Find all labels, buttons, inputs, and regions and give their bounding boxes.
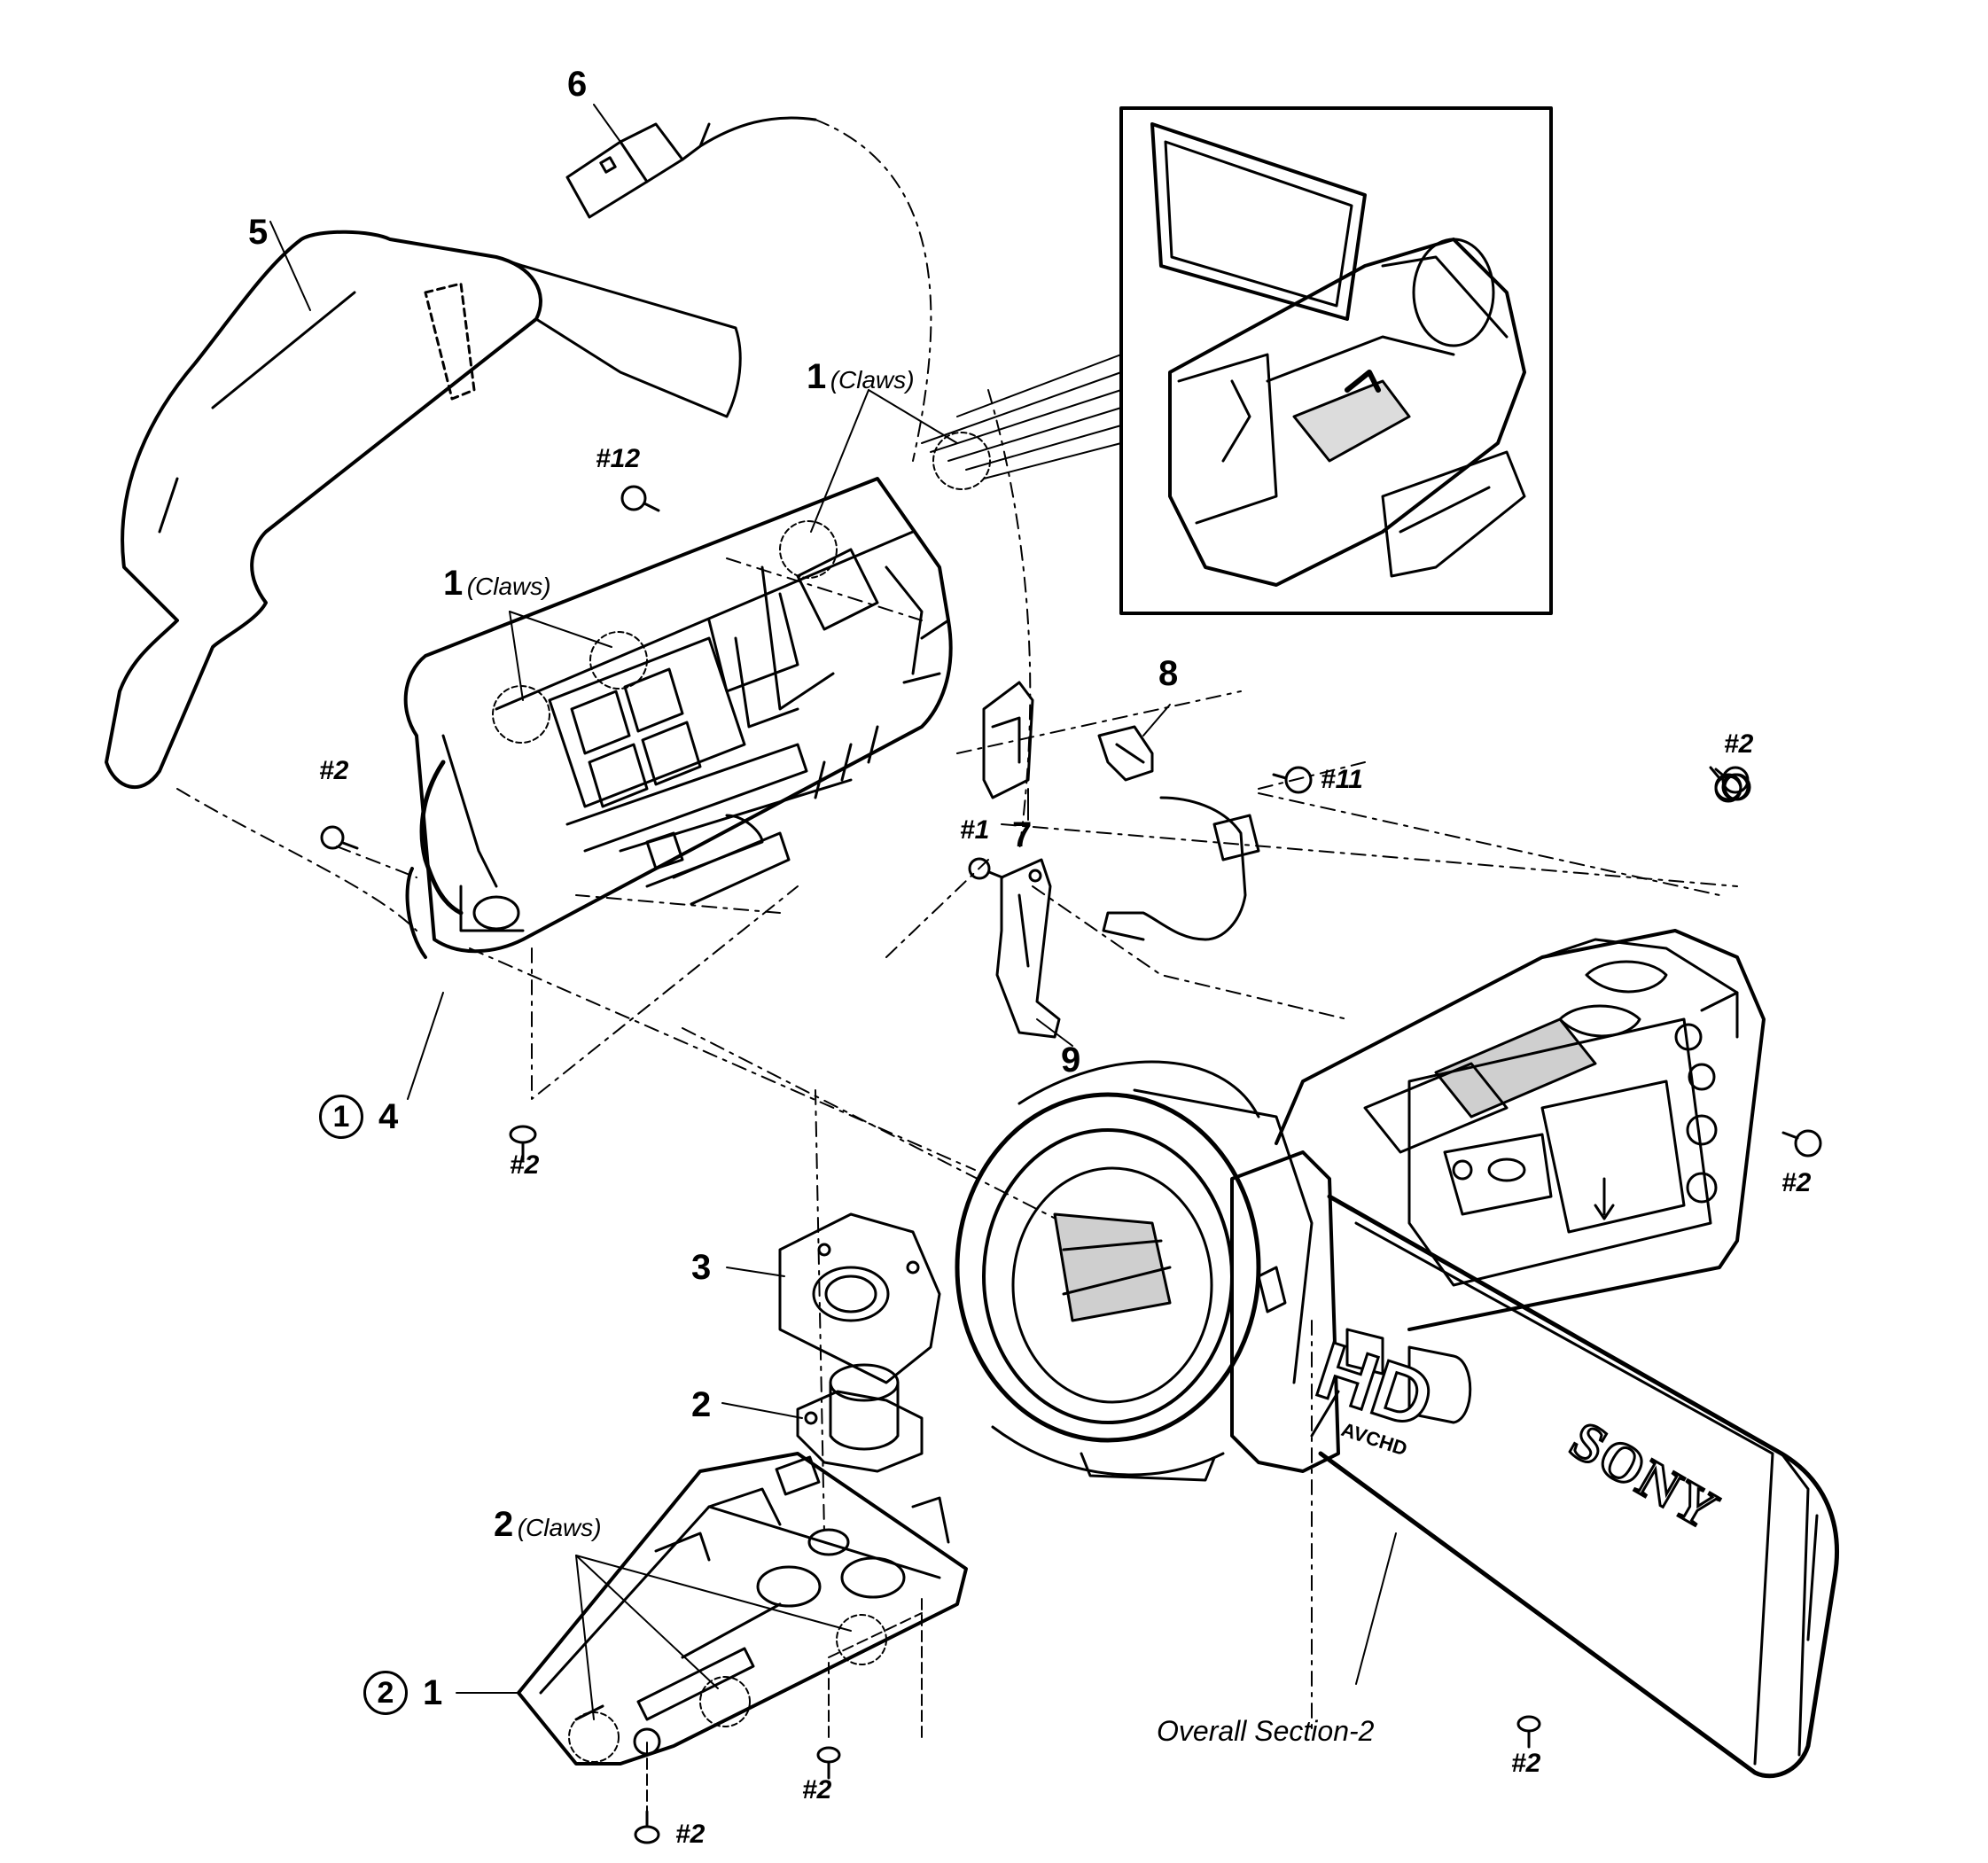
label-part-6: 6: [567, 65, 588, 104]
inset-camcorder-view: [1119, 106, 1553, 615]
label-part-7: 7: [1012, 815, 1033, 854]
screw-label-1: #1: [960, 815, 990, 845]
step-marker-2: 2: [363, 1671, 408, 1715]
screw-label-2-bottom-mid: #2: [802, 1775, 832, 1805]
label-part-9: 9: [1061, 1041, 1081, 1080]
grip-belt: [105, 230, 742, 790]
screw-label-2-left: #2: [319, 756, 349, 785]
label-part-8: 8: [1158, 654, 1179, 693]
part-8: [1097, 725, 1154, 782]
screw-label-2-bottom-left: #2: [510, 1150, 540, 1180]
usb-plug: [565, 116, 817, 219]
guide-lines: [176, 119, 1738, 1729]
claw-text: (Claws): [466, 573, 551, 600]
claw-text: (Claws): [517, 1514, 602, 1541]
screw-label-2-right: #2: [1781, 1168, 1812, 1197]
screw-label-2-bottom: #2: [675, 1820, 706, 1849]
label-leaders: [269, 104, 1397, 1694]
part-9: [995, 858, 1061, 1039]
overall-section-caption: Overall Section-2: [1157, 1715, 1375, 1747]
label-part-1: 1: [423, 1673, 443, 1712]
inset-leader-lines: [921, 354, 1122, 479]
claw-count: 1: [443, 564, 464, 603]
step-marker-1: 1: [319, 1095, 363, 1139]
label-part-3: 3: [691, 1248, 712, 1287]
screw-label-11: #11: [1321, 765, 1363, 794]
screw-label-12: #12: [596, 444, 641, 473]
claw-text: (Claws): [830, 366, 915, 394]
claw-label-upper: 1 (Claws): [807, 359, 915, 394]
claw-count: 2: [494, 1505, 514, 1544]
part-2-microphone: [796, 1363, 924, 1473]
screw-label-2-bottom-right: #2: [1511, 1749, 1541, 1778]
cable-assembly: [1102, 796, 1260, 941]
grip-housing: [403, 477, 953, 959]
main-camcorder: [955, 929, 1839, 1779]
part-3-bracket: [778, 1212, 941, 1384]
part-7: [982, 681, 1034, 799]
label-part-4: 4: [378, 1097, 399, 1136]
claw-label-middle: 1 (Claws): [443, 565, 551, 601]
label-part-2: 2: [691, 1385, 712, 1424]
screws: [320, 485, 1822, 1844]
label-part-5: 5: [248, 213, 269, 252]
screw-label-2-top-right: #2: [1724, 729, 1754, 759]
claw-count: 1: [807, 357, 827, 396]
claw-label-lower: 2 (Claws): [494, 1507, 602, 1542]
part-1-bottom-plate: [517, 1452, 968, 1766]
bottom-guide-lines: [646, 1594, 923, 1818]
